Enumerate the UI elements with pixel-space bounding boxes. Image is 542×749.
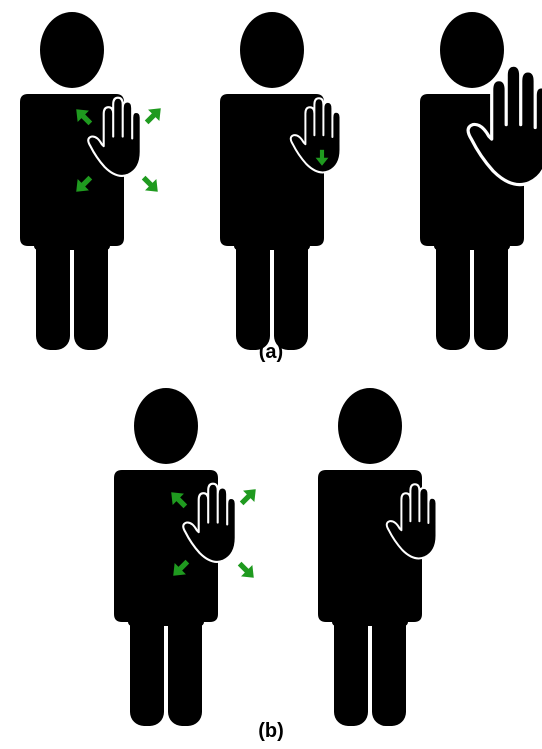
arrow-icon [141, 103, 166, 128]
person-silhouette-icon [114, 388, 218, 726]
person-a2 [220, 12, 341, 350]
arrow-icon [236, 484, 261, 509]
person-a3 [420, 12, 542, 350]
person-b2 [318, 388, 437, 726]
panel-a [20, 12, 542, 350]
person-silhouette-icon [20, 12, 124, 350]
person-a1 [20, 12, 166, 350]
person-silhouette-icon [220, 12, 324, 350]
arrow-icon [234, 558, 259, 583]
panel-b [114, 388, 437, 726]
person-silhouette-icon [318, 388, 422, 726]
person-b1 [114, 388, 261, 726]
panel-a-caption: (a) [241, 341, 301, 364]
panel-b-caption: (b) [241, 720, 301, 743]
arrow-icon [138, 172, 163, 197]
